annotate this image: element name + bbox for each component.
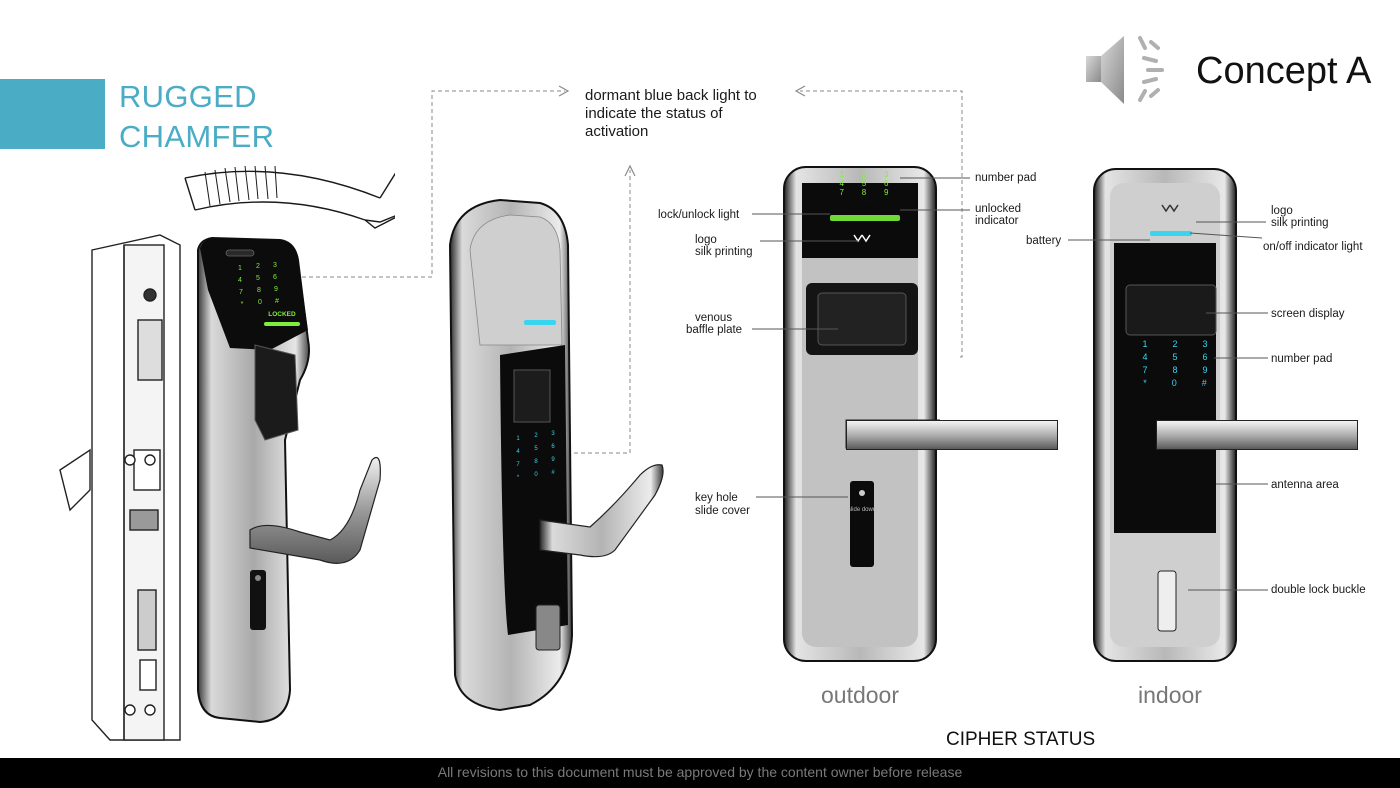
indoor-handle <box>1156 420 1358 450</box>
heading-line-1: RUGGED <box>119 79 257 114</box>
svg-text:5: 5 <box>256 275 260 282</box>
svg-text:2: 2 <box>534 433 538 439</box>
footer-text: All revisions to this document must be a… <box>437 764 963 780</box>
svg-text:1: 1 <box>238 265 242 272</box>
svg-text:*: * <box>517 475 520 481</box>
svg-text:3: 3 <box>273 262 277 269</box>
svg-text:7: 7 <box>516 462 520 468</box>
label-unlocked-indicator-1: unlocked <box>975 203 1022 215</box>
exploded-lock-sketch: 1 2 3 4 5 6 7 8 9 * 0 # LOCKED <box>59 165 395 741</box>
indoor-keypad-text: 1 2 3 4 5 6 7 8 9 * 0 # <box>1142 339 1208 388</box>
concept-title: Concept A <box>1196 50 1372 92</box>
svg-text:5: 5 <box>534 446 538 452</box>
svg-text:6: 6 <box>273 274 277 281</box>
slide-down-text: slide down <box>848 507 876 513</box>
label-antenna-area: antenna area <box>1271 479 1339 491</box>
svg-text:3: 3 <box>551 431 555 437</box>
label-number-pad-outdoor: number pad <box>975 172 1037 184</box>
cipher-status-title: CIPHER STATUS <box>946 729 1096 750</box>
label-venous-1: venous <box>695 312 733 324</box>
annotation-note: dormant blue back light to indicate the … <box>585 87 757 140</box>
speaker-sound-icon[interactable] <box>1082 28 1177 114</box>
svg-text:0: 0 <box>258 299 262 306</box>
label-double-lock-buckle: double lock buckle <box>1271 584 1366 596</box>
svg-text:7: 7 <box>239 289 243 296</box>
label-onoff-light: on/off indicator light <box>1263 241 1363 253</box>
svg-text:9: 9 <box>551 457 555 463</box>
locked-text-outdoor: LOCKED <box>849 206 879 213</box>
heading-line-2: CHAMFER <box>119 119 275 154</box>
outdoor-keypad-text: 1 2 3 4 5 6 7 8 9 <box>839 170 889 197</box>
label-venous-2: baffle plate <box>686 324 743 336</box>
label-lock-unlock-light: lock/unlock light <box>658 209 740 221</box>
label-unlocked-indicator-2: indicator <box>975 215 1019 227</box>
svg-text:1: 1 <box>516 436 520 442</box>
svg-text:0: 0 <box>534 472 538 478</box>
label-logo-outdoor-1: logo <box>695 234 717 246</box>
view-label-indoor: indoor <box>1138 682 1202 708</box>
label-keyhole-2: slide cover <box>695 505 750 517</box>
locked-text-sketch: LOCKED <box>268 311 296 318</box>
svg-text:6: 6 <box>551 444 555 450</box>
label-screen-display: screen display <box>1271 308 1345 320</box>
label-battery: battery <box>1026 235 1062 247</box>
accent-bar <box>0 79 105 149</box>
svg-text:8: 8 <box>257 287 261 294</box>
outdoor-handle <box>846 420 1058 450</box>
indoor-perspective-sketch: 1 2 3 4 5 6 7 8 9 * 0 # <box>448 198 664 712</box>
svg-text:2: 2 <box>256 263 260 270</box>
svg-text:4: 4 <box>516 449 520 455</box>
indoor-front-view <box>1093 168 1237 662</box>
svg-text:9: 9 <box>274 286 278 293</box>
view-label-outdoor: outdoor <box>821 682 900 708</box>
label-logo-indoor-1: logo <box>1271 205 1293 217</box>
svg-text:#: # <box>275 298 279 305</box>
label-logo-indoor-2: silk printing <box>1271 217 1329 229</box>
svg-text:8: 8 <box>534 459 538 465</box>
label-keyhole-1: key hole <box>695 492 738 504</box>
svg-text:4: 4 <box>238 277 242 284</box>
label-number-pad-indoor: number pad <box>1271 353 1333 365</box>
label-logo-outdoor-2: silk printing <box>695 246 753 258</box>
svg-text:#: # <box>551 470 555 476</box>
outdoor-front-view: LOCKED slide down <box>783 166 940 662</box>
footer-bar: All revisions to this document must be a… <box>0 758 1400 788</box>
svg-text:*: * <box>241 301 244 308</box>
